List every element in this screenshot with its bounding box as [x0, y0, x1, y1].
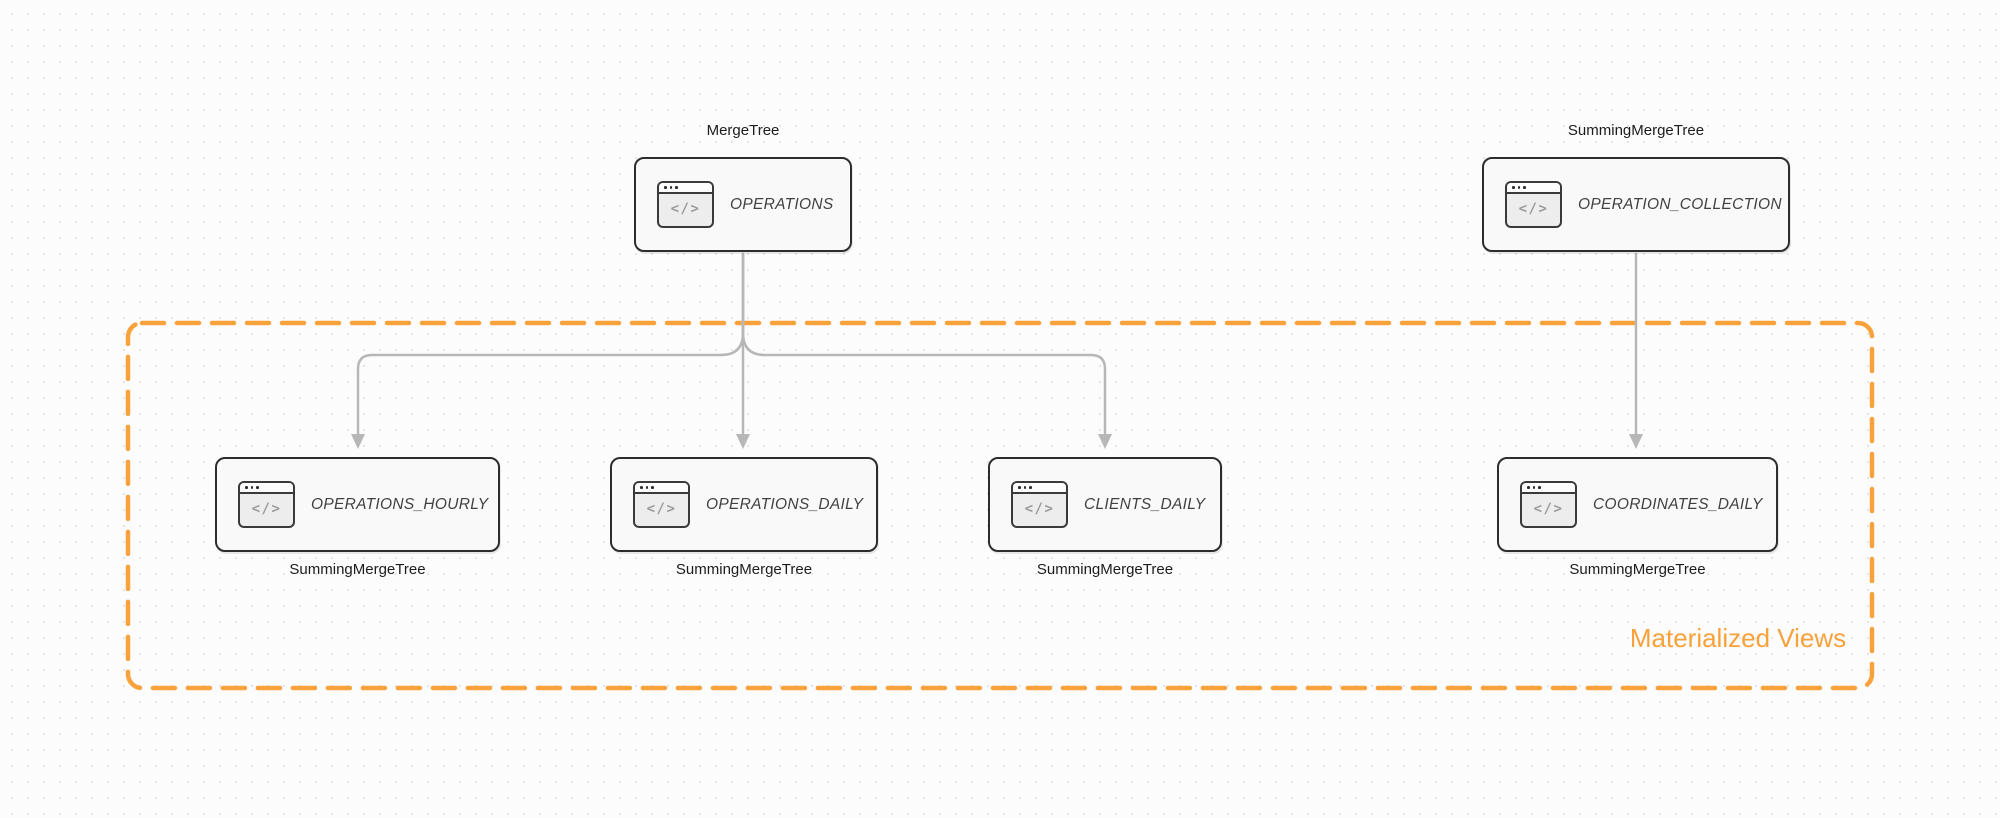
engine-label-summingmergetree-top: SummingMergeTree [1567, 122, 1705, 139]
code-window-icon: </> [1520, 481, 1577, 528]
window-dot [675, 186, 678, 189]
window-dot [669, 186, 673, 189]
code-glyph: </> [1533, 500, 1564, 517]
arrowhead-icon [351, 434, 365, 449]
window-dot [1023, 486, 1027, 489]
window-dot [1538, 486, 1541, 489]
window-dot [1527, 486, 1530, 489]
node-title: COORDINATES_DAILY [1593, 495, 1763, 513]
node-operations-hourly[interactable]: </> OPERATIONS_HOURLY [215, 457, 500, 552]
window-dot [645, 486, 649, 489]
node-operation-collection[interactable]: </> OPERATION_COLLECTION [1482, 157, 1790, 252]
window-titlebar-dots [1522, 483, 1575, 494]
window-dot [664, 186, 667, 189]
node-title: OPERATION_COLLECTION [1578, 195, 1782, 213]
node-title: OPERATIONS_HOURLY [311, 495, 489, 513]
code-window-icon: </> [657, 181, 714, 228]
window-titlebar-dots [659, 183, 712, 194]
code-glyph: </> [646, 500, 677, 517]
window-dot [250, 486, 254, 489]
window-dot [1512, 186, 1515, 189]
edge-operations-to-operations-hourly [356, 252, 745, 436]
window-dot [256, 486, 259, 489]
arrowhead-icon [1098, 434, 1112, 449]
engine-label-mergetree: MergeTree [706, 122, 780, 139]
code-window-icon: </> [1011, 481, 1068, 528]
code-glyph: </> [1518, 200, 1549, 217]
node-title: CLIENTS_DAILY [1084, 495, 1206, 513]
code-glyph: </> [1024, 500, 1055, 517]
window-dot [1029, 486, 1032, 489]
edge-operations-to-clients-daily [741, 252, 1107, 436]
code-glyph: </> [670, 200, 701, 217]
node-title: OPERATIONS_DAILY [706, 495, 864, 513]
arrowhead-icon [736, 434, 750, 449]
window-dot [1517, 186, 1521, 189]
node-clients-daily[interactable]: </> CLIENTS_DAILY [988, 457, 1222, 552]
code-glyph: </> [251, 500, 282, 517]
code-window-icon: </> [1505, 181, 1562, 228]
window-titlebar-dots [240, 483, 293, 494]
code-window-icon: </> [238, 481, 295, 528]
engine-label-summingmergetree-daily: SummingMergeTree [675, 561, 813, 578]
engine-label-summingmergetree-hourly: SummingMergeTree [289, 561, 426, 578]
window-titlebar-dots [1013, 483, 1066, 494]
materialized-views-label: Materialized Views [1629, 623, 1847, 653]
engine-label-summingmergetree-clients: SummingMergeTree [1036, 561, 1174, 578]
window-titlebar-dots [1507, 183, 1560, 194]
window-dot [1523, 186, 1526, 189]
window-dot [640, 486, 643, 489]
window-dot [1018, 486, 1021, 489]
window-dot [651, 486, 654, 489]
code-window-icon: </> [633, 481, 690, 528]
node-operations[interactable]: </> OPERATIONS [634, 157, 852, 252]
window-titlebar-dots [635, 483, 688, 494]
engine-label-summingmergetree-coordinates: SummingMergeTree [1569, 561, 1706, 578]
node-operations-daily[interactable]: </> OPERATIONS_DAILY [610, 457, 878, 552]
arrowhead-icon [1629, 434, 1643, 449]
node-title: OPERATIONS [730, 195, 834, 213]
window-dot [245, 486, 248, 489]
window-dot [1532, 486, 1536, 489]
node-coordinates-daily[interactable]: </> COORDINATES_DAILY [1497, 457, 1778, 552]
